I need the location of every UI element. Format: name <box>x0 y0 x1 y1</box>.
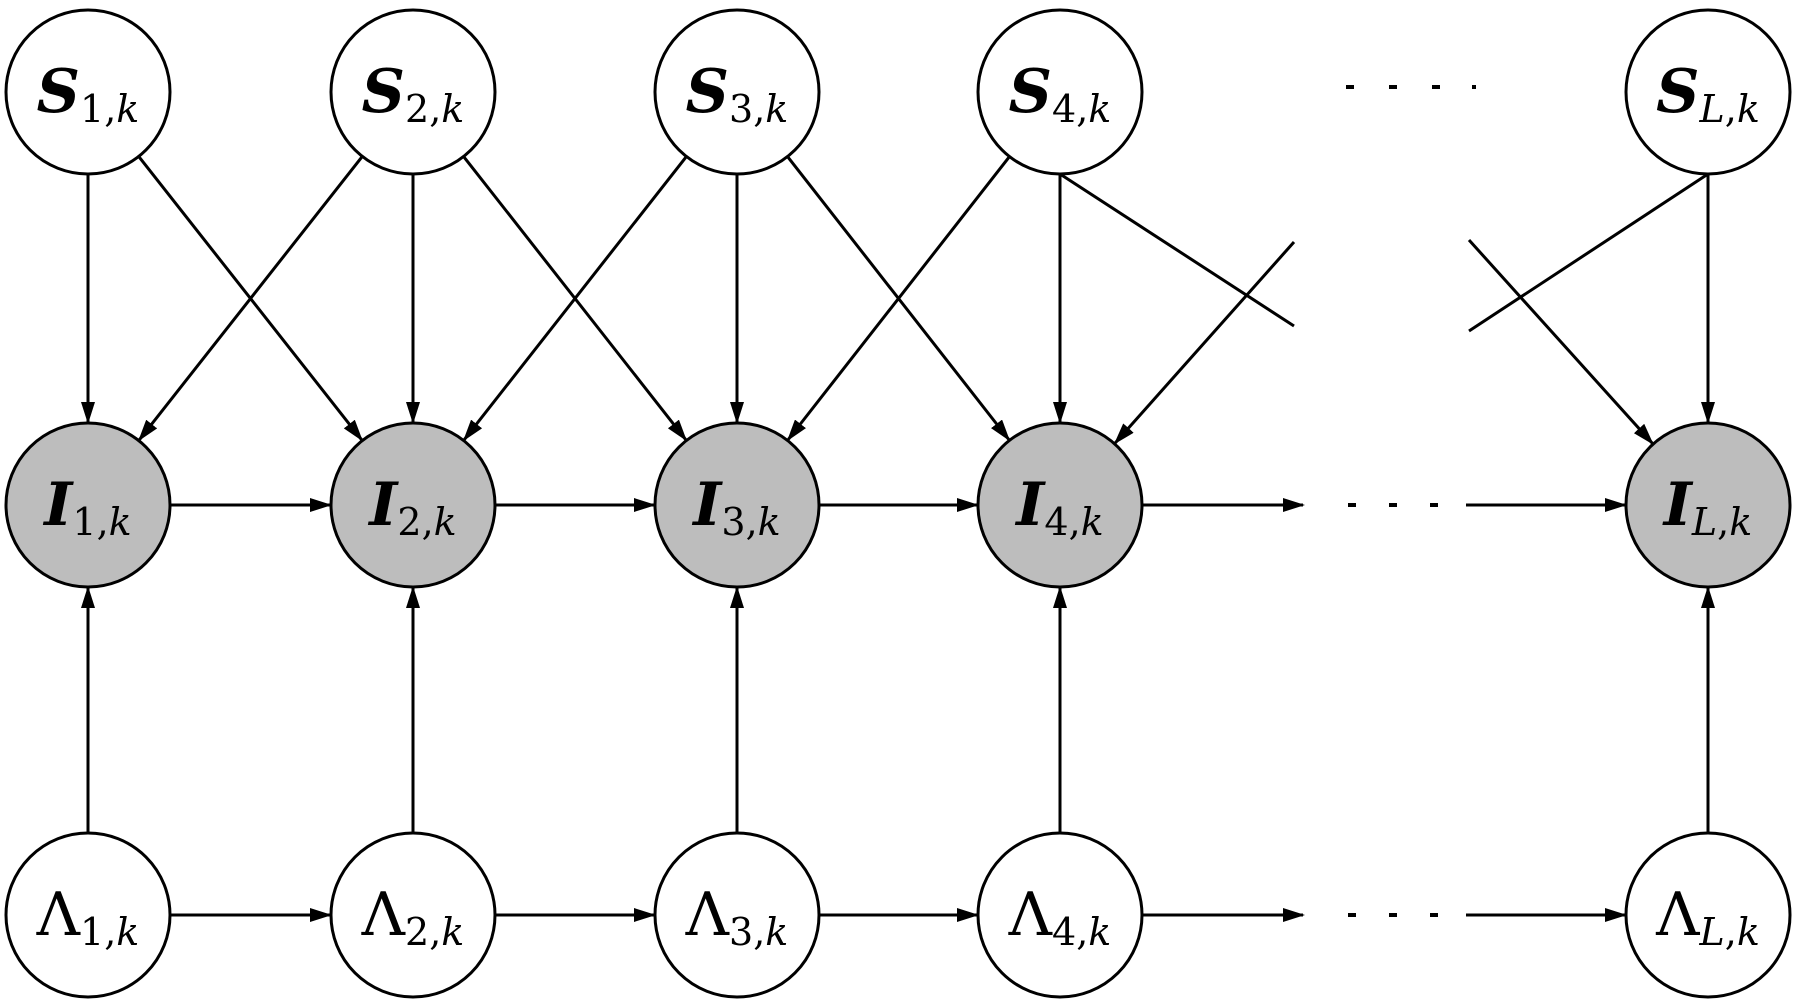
node-label: I2,k <box>367 470 456 544</box>
node-label: SL,k <box>1656 57 1760 131</box>
ellipsis-dot <box>1430 913 1438 917</box>
node-I2: I2,k <box>329 421 497 589</box>
ellipsis-layer <box>1346 85 1476 917</box>
node-label: S2,k <box>362 57 465 131</box>
node-LamL: ΛL,k <box>1624 831 1792 999</box>
latent-node-circle <box>976 8 1144 176</box>
node-symbol: I <box>367 470 399 540</box>
node-Lam2: Λ2,k <box>329 831 497 999</box>
node-symbol: I <box>1014 470 1046 540</box>
latent-node-circle <box>4 831 172 999</box>
node-subscript: L,k <box>1698 87 1759 131</box>
observed-node-circle <box>4 421 172 589</box>
node-I4: I4,k <box>976 421 1144 589</box>
node-Lam3: Λ3,k <box>653 831 821 999</box>
edge-S4-to-next-partial <box>1059 172 1295 328</box>
node-I3: I3,k <box>653 421 821 589</box>
node-Lam1: Λ1,k <box>4 831 172 999</box>
edge-S2-to-I1 <box>138 155 364 442</box>
latent-node-circle <box>976 831 1144 999</box>
node-label: ΛL,k <box>1655 880 1760 954</box>
observed-node-circle <box>653 421 821 589</box>
node-subscript: 2,k <box>405 87 464 131</box>
ellipsis-dot <box>1348 913 1356 917</box>
node-subscript: 4,k <box>1044 500 1103 544</box>
latent-node-circle <box>1624 8 1792 176</box>
node-label: I4,k <box>1014 470 1103 544</box>
node-label: Λ3,k <box>685 880 789 954</box>
node-IL: IL,k <box>1624 421 1792 589</box>
node-subscript: 3,k <box>729 87 788 131</box>
node-subscript: 3,k <box>721 500 780 544</box>
node-label: IL,k <box>1662 470 1752 544</box>
node-label: Λ1,k <box>36 880 140 954</box>
node-symbol: Λ <box>36 880 81 950</box>
node-subscript: 1,k <box>80 910 139 954</box>
latent-node-circle <box>4 8 172 176</box>
node-subscript: L,k <box>1691 500 1752 544</box>
node-symbol: Λ <box>1655 880 1700 950</box>
node-symbol: S <box>686 57 729 127</box>
node-I1: I1,k <box>4 421 172 589</box>
node-symbol: S <box>1656 57 1699 127</box>
ellipsis-dot <box>1389 85 1397 89</box>
node-symbol: Λ <box>361 880 406 950</box>
ellipsis-dot <box>1432 85 1440 89</box>
node-label: Λ4,k <box>1008 880 1112 954</box>
node-S4: S4,k <box>976 8 1144 176</box>
latent-node-circle <box>329 831 497 999</box>
latent-node-circle <box>653 8 821 176</box>
node-subscript: 4,k <box>1052 87 1111 131</box>
ellipsis-dot <box>1472 85 1476 89</box>
edge-S4-to-I3 <box>786 155 1011 442</box>
edge-next-to-I4-partial <box>1113 241 1296 445</box>
ellipsis-dot <box>1389 913 1397 917</box>
node-SL: SL,k <box>1624 8 1792 176</box>
node-S1: S1,k <box>4 8 172 176</box>
node-symbol: S <box>37 57 80 127</box>
edge-SL-to-prev-partial <box>1468 172 1709 333</box>
node-subscript: 4,k <box>1052 910 1111 954</box>
node-S3: S3,k <box>653 8 821 176</box>
node-subscript: 2,k <box>405 910 464 954</box>
node-symbol: I <box>691 470 723 540</box>
node-label: S3,k <box>686 57 789 131</box>
node-S2: S2,k <box>329 8 497 176</box>
node-symbol: I <box>1662 470 1694 540</box>
node-symbol: I <box>42 470 74 540</box>
node-subscript: 3,k <box>729 910 788 954</box>
node-subscript: 2,k <box>397 500 456 544</box>
observed-node-circle <box>1624 421 1792 589</box>
edges-layer <box>81 155 1715 922</box>
ellipsis-dot <box>1430 503 1438 507</box>
node-label: Λ2,k <box>361 880 465 954</box>
latent-node-circle <box>1624 831 1792 999</box>
node-subscript: 1,k <box>72 500 131 544</box>
edge-S3-to-I2 <box>462 155 688 442</box>
node-subscript: L,k <box>1698 910 1759 954</box>
observed-node-circle <box>329 421 497 589</box>
latent-node-circle <box>329 8 497 176</box>
observed-node-circle <box>976 421 1144 589</box>
node-label: S1,k <box>37 57 140 131</box>
ellipsis-dot <box>1389 503 1397 507</box>
latent-node-circle <box>653 831 821 999</box>
node-label: S4,k <box>1009 57 1112 131</box>
node-symbol: S <box>362 57 405 127</box>
ellipsis-dot <box>1346 85 1354 89</box>
node-Lam4: Λ4,k <box>976 831 1144 999</box>
node-label: I1,k <box>42 470 131 544</box>
node-label: I3,k <box>691 470 780 544</box>
node-subscript: 1,k <box>80 87 139 131</box>
node-symbol: Λ <box>685 880 730 950</box>
node-symbol: Λ <box>1008 880 1053 950</box>
node-symbol: S <box>1009 57 1052 127</box>
ellipsis-dot <box>1348 503 1356 507</box>
edge-prev-to-IL-partial <box>1467 238 1654 445</box>
